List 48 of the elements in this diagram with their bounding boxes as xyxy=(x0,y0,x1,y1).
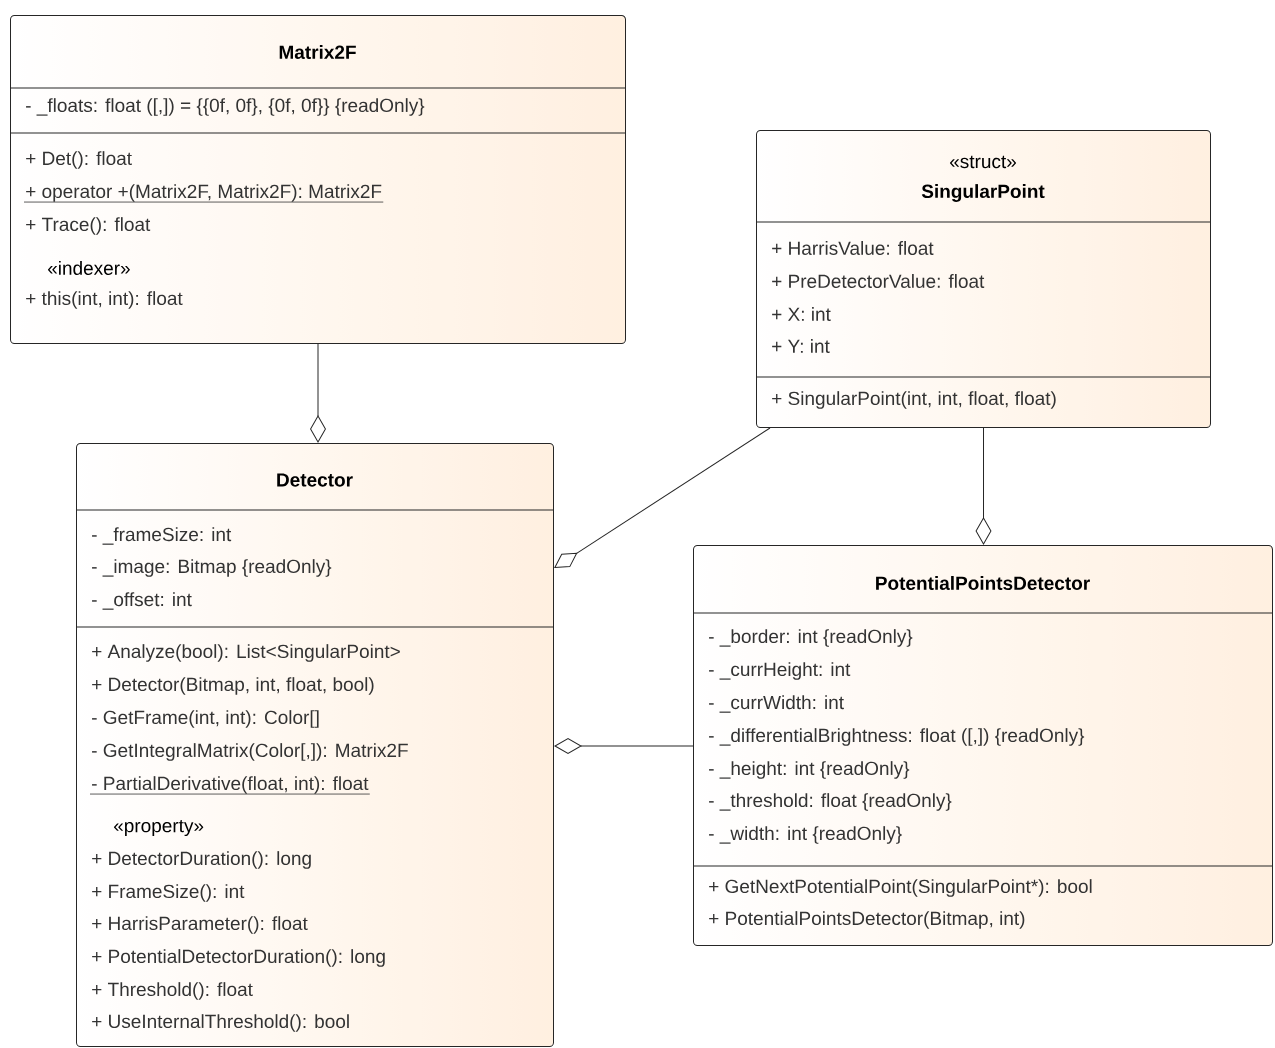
aggregation-line xyxy=(975,427,992,545)
class-box xyxy=(692,545,1273,946)
member-text: + this(int, int): float xyxy=(26,291,183,309)
member-text: - _border: int {readOnly} xyxy=(709,629,913,647)
member-text: - GetFrame(int, int): Color[] xyxy=(92,710,319,728)
aggregation-line xyxy=(554,427,771,568)
member-text: + PreDetectorValue: float xyxy=(772,274,985,288)
member-text: + PotentialPointsDetector(Bitmap, int) xyxy=(709,911,1025,929)
class-box xyxy=(755,130,1211,428)
member-text: - PartialDerivative(float, int): float xyxy=(89,776,371,795)
member-text: + Det(): float xyxy=(26,151,132,169)
member-text: - _currWidth: int xyxy=(709,695,844,713)
member-text: - _offset: int xyxy=(92,592,192,610)
member-text: - _differentialBrightness: float ([,]) {readOnly} xyxy=(709,728,1085,746)
member-text: - _image: Bitmap {readOnly} xyxy=(92,559,332,577)
class-name: PotentialPointsDetector xyxy=(876,576,1090,590)
member-text: + HarrisValue: float xyxy=(772,241,934,255)
member-text: + FrameSize(): int xyxy=(92,884,245,902)
member-text: - _width: int {readOnly} xyxy=(709,826,902,844)
member-text: + UseInternalThreshold(): bool xyxy=(92,1014,349,1032)
class-box xyxy=(75,443,554,1047)
member-text: + GetNextPotentialPoint(SingularPoint*): bool xyxy=(709,879,1092,897)
member-text: + Trace(): float xyxy=(26,217,151,235)
member-text: - _floats: float ([,]) = {{0f, 0f}, {0f, 0f}} {readOnly} xyxy=(26,98,425,116)
class-name: Detector xyxy=(277,473,353,487)
member-text: - _height: int {readOnly} xyxy=(709,761,910,779)
member-text: + HarrisParameter(): float xyxy=(92,916,308,934)
stereotype-label: «struct» xyxy=(950,155,1016,169)
member-text: + Detector(Bitmap, int, float, bool) xyxy=(92,677,374,695)
member-text: + Analyze(bool): List<SingularPoint> xyxy=(92,644,400,662)
class-name: Matrix2F xyxy=(279,45,356,59)
member-text: - _threshold: float {readOnly} xyxy=(709,793,952,811)
member-text: + X: int xyxy=(772,307,831,321)
member-text: + Y: int xyxy=(772,339,830,353)
stereotype-label: «indexer» xyxy=(47,261,130,275)
aggregation-line xyxy=(310,343,326,443)
aggregation-line xyxy=(554,738,694,754)
class-box xyxy=(9,15,626,344)
member-text: + DetectorDuration(): long xyxy=(92,851,311,869)
member-text: - _frameSize: int xyxy=(92,527,232,545)
member-text: - GetIntegralMatrix(Color[,]): Matrix2F xyxy=(92,743,408,761)
member-text: + operator +(Matrix2F, Matrix2F): Matrix2F xyxy=(23,184,384,203)
member-text: + SingularPoint(int, int, float, float) xyxy=(772,391,1056,409)
member-text: - _currHeight: int xyxy=(709,662,851,680)
stereotype-label: «property» xyxy=(113,819,204,837)
class-name: SingularPoint xyxy=(921,184,1045,202)
member-text: + Threshold(): float xyxy=(92,982,253,1000)
member-text: + PotentialDetectorDuration(): long xyxy=(92,949,385,967)
